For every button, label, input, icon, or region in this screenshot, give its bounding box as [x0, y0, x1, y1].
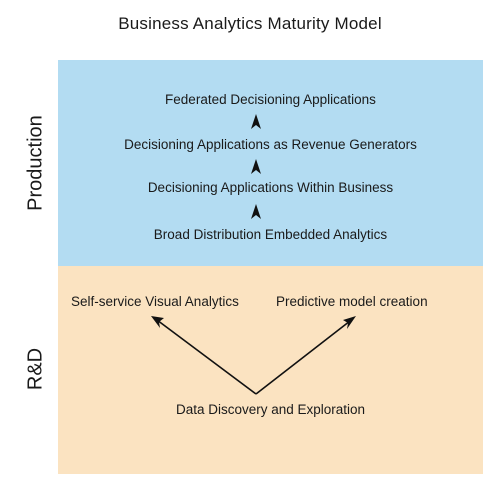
- stage-federated-decisioning: Federated Decisioning Applications: [165, 92, 376, 107]
- data-discovery-exploration: Data Discovery and Exploration: [175, 402, 366, 417]
- production-band: [58, 60, 483, 266]
- diagram-title: Business Analytics Maturity Model: [118, 14, 382, 33]
- predictive-model-creation: Predictive model creation: [276, 294, 428, 309]
- stage-revenue-generators: Decisioning Applications as Revenue Gene…: [124, 137, 417, 152]
- stage-within-business: Decisioning Applications Within Business: [147, 180, 394, 195]
- self-service-visual-analytics: Self-service Visual Analytics: [71, 294, 239, 309]
- production-label: Production: [24, 115, 47, 211]
- rd-label: R&D: [24, 347, 47, 391]
- stage-embedded-analytics: Broad Distribution Embedded Analytics: [153, 227, 388, 242]
